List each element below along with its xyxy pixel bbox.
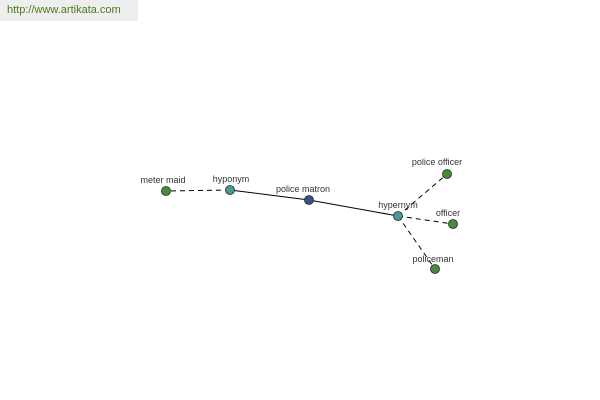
- node-label-hyponym[interactable]: hyponym: [213, 174, 250, 184]
- url-bar: http://www.artikata.com: [0, 0, 138, 21]
- node-police-matron[interactable]: [304, 195, 314, 205]
- node-police-officer[interactable]: [442, 169, 452, 179]
- node-label-police-matron[interactable]: police matron: [276, 184, 330, 194]
- node-hyponym[interactable]: [225, 185, 235, 195]
- node-label-hypernym[interactable]: hypernym: [378, 200, 418, 210]
- node-label-officer[interactable]: officer: [436, 208, 460, 218]
- edge-hyponym-meter-maid: [165, 189, 231, 192]
- node-hypernym[interactable]: [393, 211, 403, 221]
- edge-hypernym-officer: [397, 215, 454, 225]
- edge-police-matron-hypernym: [308, 199, 399, 217]
- node-label-police-officer[interactable]: police officer: [412, 157, 462, 167]
- node-officer[interactable]: [448, 219, 458, 229]
- edge-hypernym-policeman: [397, 215, 436, 270]
- node-meter-maid[interactable]: [161, 186, 171, 196]
- edge-hypernym-police-officer: [397, 173, 448, 217]
- site-url-link[interactable]: http://www.artikata.com: [7, 4, 121, 16]
- node-policeman[interactable]: [430, 264, 440, 274]
- edge-police-matron-hyponym: [229, 189, 310, 201]
- node-label-meter-maid[interactable]: meter maid: [140, 175, 185, 185]
- node-label-policeman[interactable]: policeman: [412, 254, 453, 264]
